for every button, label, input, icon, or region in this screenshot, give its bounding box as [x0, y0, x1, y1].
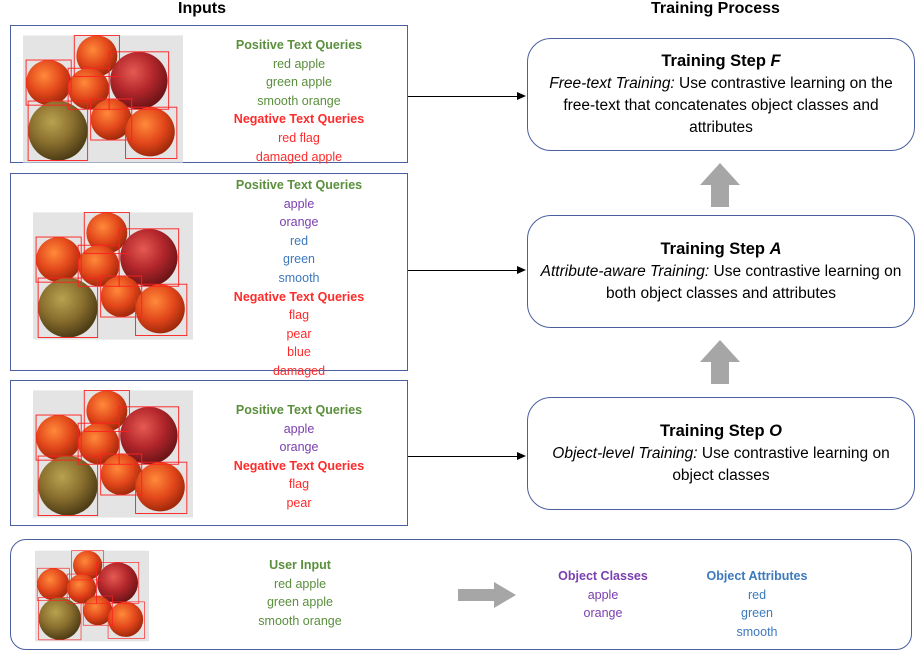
object-classes-heading: Object Classes: [558, 569, 648, 583]
fruit-photo: [35, 550, 149, 642]
inputs-header: Inputs: [178, 0, 226, 17]
object-attributes-heading: Object Attributes: [706, 569, 808, 583]
training-process-header: Training Process: [651, 0, 780, 17]
positive-heading: Positive Text Queries: [235, 38, 363, 52]
text-queries: Positive Text Queries apple orange red g…: [199, 176, 399, 381]
query-item: green apple: [266, 595, 334, 610]
object-attributes: Object Attributes red green smooth: [687, 567, 827, 641]
input-box-attribute: Positive Text Queries apple orange red g…: [10, 173, 408, 378]
query-item: pear: [286, 495, 312, 510]
input-box-object: Positive Text Queries apple orange Negat…: [10, 380, 408, 526]
query-item: apple: [283, 421, 315, 436]
query-item: orange: [279, 215, 319, 230]
query-item: smooth: [736, 624, 778, 639]
training-step-o: Training Step O Object-level Training: U…: [527, 397, 915, 510]
fruit-photo: [33, 212, 193, 340]
step-title: Training Step F: [661, 52, 781, 70]
step-description: Free-text Training: Use contrastive lear…: [549, 75, 893, 136]
query-item: red flag: [278, 130, 320, 145]
query-item: pear: [286, 326, 312, 341]
positive-heading: Positive Text Queries: [235, 178, 363, 192]
connector-arrow: [408, 456, 518, 457]
negative-heading: Negative Text Queries: [233, 289, 365, 304]
query-item: green apple: [265, 75, 333, 90]
query-item: smooth orange: [257, 93, 341, 108]
query-item: flag: [288, 477, 310, 492]
query-item: orange: [279, 440, 319, 455]
query-item: damaged: [272, 363, 326, 378]
step-title: Training Step A: [660, 240, 782, 258]
arrowhead-icon: [517, 92, 526, 100]
input-box-free-text: Positive Text Queries red apple green ap…: [10, 25, 408, 166]
user-input-parsing-box: User Input red apple green apple smooth …: [10, 539, 912, 650]
arrowhead-icon: [517, 452, 526, 460]
text-queries: Positive Text Queries red apple green ap…: [199, 36, 399, 166]
query-item: apple: [283, 196, 315, 211]
query-item: apple: [587, 587, 619, 602]
object-classes: Object Classes apple orange: [543, 567, 663, 623]
up-arrow-icon: [700, 340, 740, 384]
query-item: smooth: [278, 270, 320, 285]
query-item: green: [741, 606, 773, 621]
connector-arrow: [408, 270, 518, 271]
positive-heading: Positive Text Queries: [235, 403, 363, 417]
query-item: orange: [583, 606, 623, 621]
query-item: red: [289, 233, 309, 248]
step-description: Attribute-aware Training: Use contrastiv…: [540, 263, 902, 302]
training-step-a: Training Step A Attribute-aware Training…: [527, 215, 915, 328]
fruit-photo: [23, 35, 183, 163]
query-item: blue: [287, 345, 311, 360]
right-arrow-icon: [458, 582, 516, 608]
query-item: green: [283, 252, 315, 267]
arrowhead-icon: [517, 266, 526, 274]
step-title: Training Step O: [660, 422, 782, 440]
query-item: red apple: [273, 576, 327, 591]
step-description: Object-level Training: Use contrastive l…: [552, 445, 890, 484]
negative-heading: Negative Text Queries: [233, 112, 365, 127]
query-item: red apple: [272, 56, 326, 71]
user-input: User Input red apple green apple smooth …: [225, 556, 375, 630]
query-item: red: [747, 587, 767, 602]
connector-arrow: [408, 96, 518, 97]
negative-heading: Negative Text Queries: [233, 458, 365, 473]
query-item: damaged apple: [255, 149, 343, 164]
training-step-f: Training Step F Free-text Training: Use …: [527, 38, 915, 151]
text-queries: Positive Text Queries apple orange Negat…: [199, 401, 399, 513]
query-item: smooth orange: [258, 613, 342, 628]
user-input-heading: User Input: [269, 558, 331, 572]
query-item: flag: [288, 308, 310, 323]
up-arrow-icon: [700, 163, 740, 207]
fruit-photo: [33, 390, 193, 518]
